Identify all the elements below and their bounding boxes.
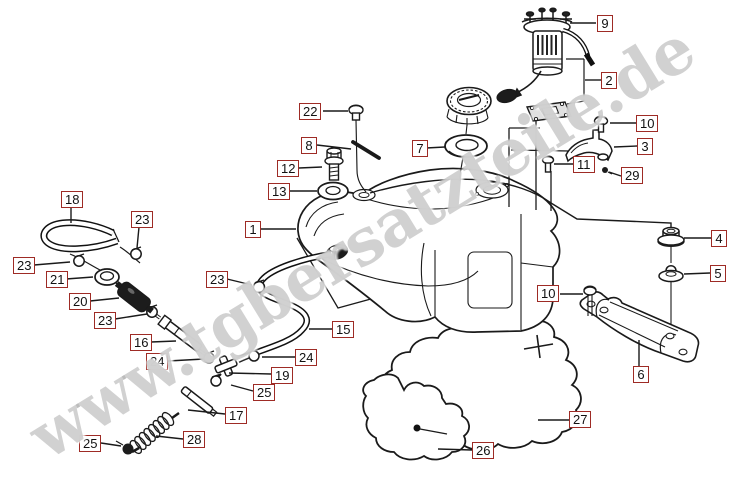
part-callout-28[interactable]: 28 [183,431,206,448]
leader-line-26 [437,448,473,451]
part-callout-21[interactable]: 21 [46,271,69,288]
part-callout-1[interactable]: 1 [245,221,261,238]
part-callout-13[interactable]: 13 [268,183,291,200]
part-callout-4[interactable]: 4 [711,230,727,247]
breather-hose-18 [40,219,120,253]
rubber-grommet-4 [657,226,685,263]
cable-end-25 [115,440,140,455]
pump-gasket [525,101,573,122]
part-callout-5[interactable]: 5 [710,265,726,282]
screw-22 [348,104,367,193]
part-callout-23-c[interactable]: 23 [206,271,229,288]
leader-line-7 [425,146,446,149]
part-callout-26[interactable]: 26 [472,442,495,459]
part-callout-2[interactable]: 2 [601,72,617,89]
tee-joint-19 [214,355,238,377]
tank-mounting-bracket-6 [579,291,700,363]
cable-17 [180,386,218,417]
fuel-level-float [496,88,518,104]
bolt-12 [324,147,344,181]
washer-5 [658,265,684,330]
leader-line-29 [608,171,622,177]
part-callout-10-b[interactable]: 10 [537,285,560,302]
part-callout-29[interactable]: 29 [621,167,644,184]
part-callout-24-b[interactable]: 24 [295,349,318,366]
leader-line-17 [187,409,226,415]
leader-line-23-d [114,313,148,320]
hose-clamps [73,246,266,387]
leader-lines [33,22,711,451]
part-callout-11[interactable]: 11 [573,156,595,173]
fuel-line-on-tank [369,178,672,228]
fuel-filler-cap [446,86,492,135]
part-callout-16[interactable]: 16 [130,334,153,351]
screw-10-top [593,115,609,133]
cable-adjuster-16 [157,314,203,352]
heat-shield-26 [362,373,470,461]
spring-28 [129,411,175,455]
seal-grommet-21 [94,268,120,286]
part-callout-23-b[interactable]: 23 [13,257,36,274]
screw-11 [541,155,555,173]
part-callout-27[interactable]: 27 [569,411,592,428]
leader-line-20 [89,297,120,302]
part-callout-23-d[interactable]: 23 [94,312,117,329]
leader-line-23-a [136,226,140,249]
pump-mount-ring [475,181,509,199]
fuel-filter-20 [114,281,154,314]
leader-line-28 [155,435,184,440]
part-callout-22[interactable]: 22 [299,103,322,120]
part-callout-25-a[interactable]: 25 [253,384,276,401]
leader-line-3 [613,145,638,148]
leader-line-23-b [33,261,71,266]
part-callout-20[interactable]: 20 [69,293,92,310]
part-callout-25-b[interactable]: 25 [79,435,102,452]
group-bracket-lines [566,58,585,105]
washer-13 [317,181,349,201]
clamp-24-b [248,348,260,362]
leader-line-19 [228,372,272,375]
pin-8 [351,140,381,160]
part-callout-12[interactable]: 12 [277,160,300,177]
screw-10-bottom [583,285,597,316]
leader-line-25-a [230,384,254,392]
leader-line-24-a [167,358,205,362]
shield-hole-marker [413,424,421,432]
fuel-pump-assembly [496,7,596,105]
clamp-25-a [210,373,222,387]
leader-line-23-c [226,278,253,286]
leader-line-8 [316,144,352,150]
leader-line-25-b [100,442,122,447]
leader-line-21 [65,276,94,280]
part-callout-10-a[interactable]: 10 [636,115,659,132]
clamp-24-a [203,350,215,364]
part-callout-17[interactable]: 17 [225,407,248,424]
shield-position-cross [523,334,554,359]
part-callout-23-a[interactable]: 23 [131,211,154,228]
leader-line-16 [150,340,177,343]
part-callout-24-a[interactable]: 24 [146,353,169,370]
part-callout-18[interactable]: 18 [61,191,84,208]
part-callout-9[interactable]: 9 [597,15,613,32]
part-callout-19[interactable]: 19 [271,367,294,384]
leader-line-12 [298,166,323,169]
leader-line-5 [683,272,711,275]
assembly-reference-lines [508,121,570,211]
filler-neck-seal-ring [444,134,488,182]
part-callout-6[interactable]: 6 [633,366,649,383]
fuel-tank [297,167,672,333]
part-callout-8[interactable]: 8 [301,137,317,154]
clamp-23-b [73,253,85,267]
part-callout-7[interactable]: 7 [412,140,428,157]
bracket-3 [565,129,613,163]
part-callout-3[interactable]: 3 [637,138,653,155]
clamp-23-c [252,279,266,294]
clamp-23-a [130,246,142,260]
fuel-hose-15 [236,250,333,363]
part-callout-15[interactable]: 15 [332,321,355,338]
